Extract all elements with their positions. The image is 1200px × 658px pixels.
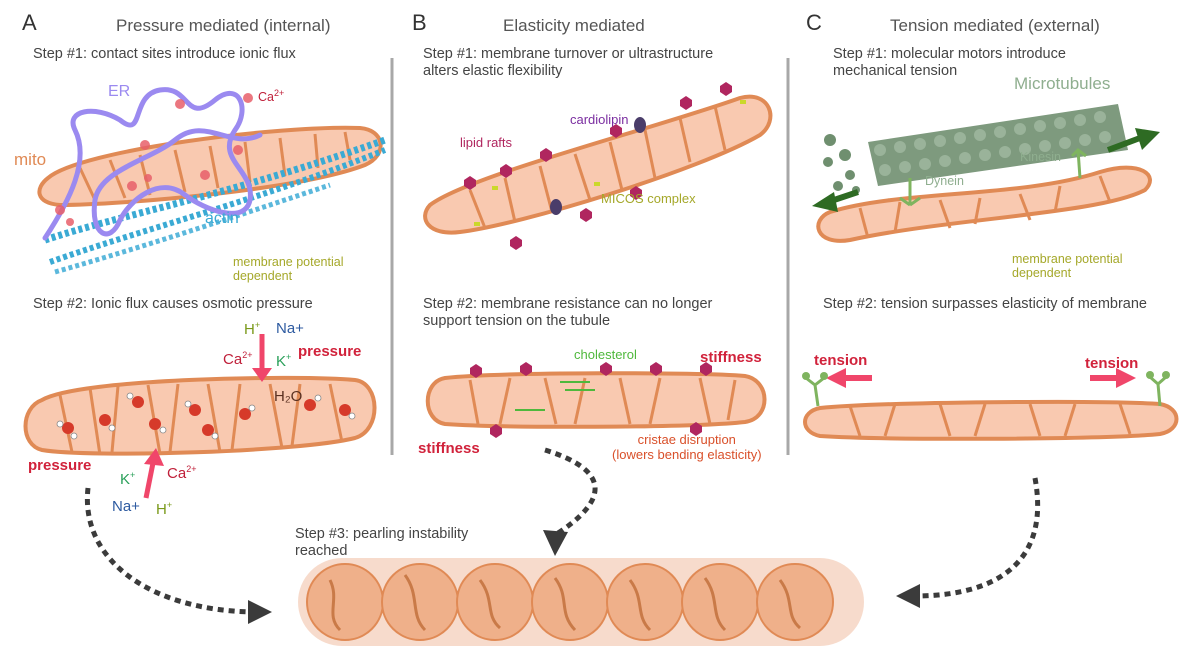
membrane-potential-label-c: membrane potential dependent	[1012, 252, 1123, 281]
mito-a1	[37, 125, 383, 208]
dotted-arrow-a	[84, 487, 253, 615]
stiffness-label-right: stiffness	[700, 349, 762, 366]
panel-b-step2-illustration	[425, 362, 767, 438]
mito-c1	[816, 165, 1152, 243]
ion-h-bottom: H+	[156, 500, 173, 518]
panel-c-step2-illustration	[802, 368, 1179, 441]
dotted-arrow-c	[917, 477, 1041, 599]
panel-c-letter: C	[806, 10, 822, 35]
dynein-label: Dynein	[925, 174, 964, 188]
pressure-label-top: pressure	[298, 343, 362, 360]
er-label: ER	[108, 83, 131, 100]
er-tubule	[42, 87, 263, 241]
panel-a-step1: Step #1: contact sites introduce ionic f…	[33, 46, 296, 62]
kinesin-motor	[1070, 148, 1087, 179]
panel-a-title: Pressure mediated (internal)	[116, 16, 331, 35]
microtubules-label: Microtubules	[1014, 74, 1111, 93]
ion-na-top: Na+	[276, 320, 304, 337]
panel-c-title: Tension mediated (external)	[890, 16, 1100, 35]
panel-a-letter: A	[22, 10, 37, 35]
panel-a-step2-illustration	[23, 334, 377, 499]
panel-c-step1: Step #1: molecular motors introduce mech…	[833, 46, 1066, 79]
cardiolipin-label: cardiolipin	[570, 112, 629, 127]
tension-label-left: tension	[814, 352, 868, 369]
mito-a2	[23, 375, 377, 456]
step3-label: Step #3: pearling instability reached	[295, 526, 469, 559]
ion-na-bottom: Na+	[112, 498, 140, 515]
pearled-mitochondrion	[298, 558, 864, 646]
actin-filament-2	[48, 147, 387, 265]
panel-c-step2: Step #2: tension surpasses elasticity of…	[823, 296, 1147, 312]
panel-a-step1-illustration	[37, 87, 387, 275]
ion-ca-bottom: Ca2+	[167, 464, 197, 482]
ion-h-top: H+	[244, 320, 261, 338]
micos-label: MICOS complex	[601, 191, 696, 206]
tension-label-right: tension	[1085, 355, 1139, 372]
cristae-disruption-label: cristae disruption (lowers bending elast…	[612, 432, 762, 462]
dotted-arrow-b	[544, 447, 598, 538]
actin-label: actin	[205, 210, 239, 227]
stiffness-label-left: stiffness	[418, 440, 480, 457]
microtubule	[868, 104, 1128, 186]
actin-filament-3	[54, 182, 331, 275]
green-arrow-right	[1106, 135, 1142, 153]
panel-c-step1-illustration	[812, 104, 1160, 243]
ion-ca-top: Ca2+	[223, 350, 253, 368]
membrane-potential-label-a: membrane potential dependent	[233, 255, 344, 284]
cholesterol-label: cholesterol	[574, 347, 637, 362]
kinesin-label: Kinesin	[1020, 150, 1061, 164]
panel-b-step1-illustration	[423, 82, 773, 250]
lipid-rafts-label: lipid rafts	[460, 135, 513, 150]
panel-b-step2: Step #2: membrane resistance can no long…	[423, 296, 713, 329]
panel-b-letter: B	[412, 10, 427, 35]
mito-c2	[803, 399, 1179, 441]
ion-k-top: K+	[276, 352, 292, 370]
panel-b-step1: Step #1: membrane turnover or ultrastruc…	[423, 46, 714, 79]
panel-a-step2: Step #2: Ionic flux causes osmotic press…	[33, 296, 313, 312]
pressure-label-bottom: pressure	[28, 457, 92, 474]
h2o-label: H₂O	[274, 388, 303, 405]
dynein-motor	[899, 178, 921, 207]
mito-b2	[425, 371, 767, 429]
ca-label: Ca2+	[258, 88, 285, 105]
mito-label: mito	[14, 150, 47, 169]
panel-b-title: Elasticity mediated	[503, 16, 645, 35]
ion-k-bottom: K+	[120, 470, 136, 488]
